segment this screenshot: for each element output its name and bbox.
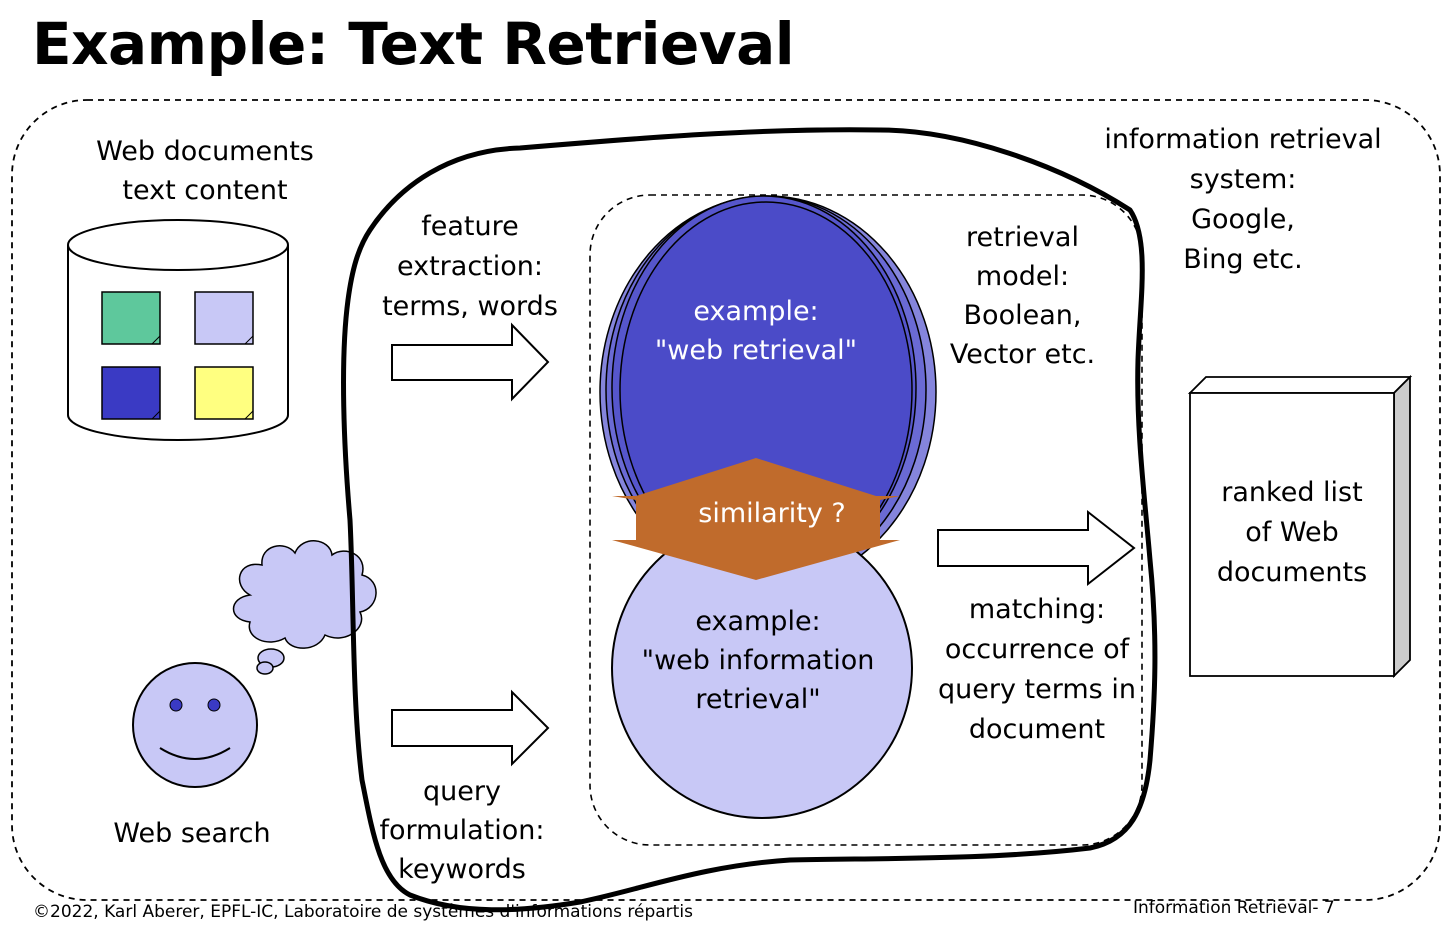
ir-system-line-4: Bing etc.: [1183, 244, 1303, 275]
retrieval-model-label: retrieval model: Boolean, Vector etc.: [935, 218, 1110, 374]
similarity-arrow-icon: [612, 458, 900, 580]
ir-system-line-3: Google,: [1191, 204, 1295, 235]
footer-copyright: ©2022, Karl Aberer, EPFL-IC, Laboratoire…: [33, 902, 693, 922]
retrieval-model-line-2: model:: [975, 261, 1070, 292]
query-formulation-label: query formulation: keywords: [352, 772, 572, 889]
ranked-list-label: ranked list of Web documents: [1192, 473, 1392, 593]
web-documents-line-2: text content: [122, 175, 288, 206]
ir-system-line-2: system:: [1189, 164, 1297, 195]
doc-example-line-1: example:: [693, 296, 819, 327]
page-title: Example: Text Retrieval: [32, 10, 795, 78]
query-formulation-line-1: query: [423, 776, 501, 807]
matching-line-1: matching:: [968, 594, 1106, 625]
document-sticky-blue: [101, 366, 161, 420]
retrieval-model-boundary: [589, 194, 1143, 846]
query-example-line-1: example:: [695, 606, 821, 637]
system-boundary: [11, 99, 1441, 901]
web-documents-line-1: Web documents: [96, 136, 314, 167]
retrieval-model-line-1: retrieval: [966, 222, 1079, 253]
feature-extraction-label: feature extraction: terms, words: [365, 207, 575, 327]
query-formulation-line-2: formulation:: [379, 815, 545, 846]
ranked-list-line-2: of Web: [1245, 517, 1339, 548]
ir-system-label: information retrieval system: Google, Bi…: [1088, 120, 1398, 280]
query-example-line-3: retrieval": [695, 684, 821, 715]
query-example-line-2: "web information: [641, 645, 875, 676]
retrieval-model-line-4: Vector etc.: [949, 339, 1096, 370]
hand-drawn-loop: [341, 127, 1158, 913]
ranked-list-line-3: documents: [1216, 557, 1368, 588]
feature-extraction-line-1: feature: [421, 211, 519, 242]
footer-slide-number: Information Retrieval- 7: [1133, 898, 1335, 918]
document-sticky-lavender: [194, 291, 254, 345]
result-arrow-icon: [937, 509, 1136, 587]
document-sticky-yellow: [194, 366, 254, 420]
feature-extraction-line-2: extraction:: [396, 251, 543, 282]
web-documents-label: Web documents text content: [85, 132, 325, 210]
thought-cloud-icon: [232, 540, 377, 675]
retrieval-model-line-3: Boolean,: [963, 300, 1082, 331]
similarity-label: similarity ?: [698, 498, 846, 529]
web-search-label: Web search: [113, 818, 271, 849]
document-sticky-green: [101, 291, 161, 345]
query-formulation-line-3: keywords: [398, 854, 526, 885]
feature-extraction-arrow-icon: [391, 322, 550, 402]
query-example-label: example: "web information retrieval": [613, 602, 903, 719]
ir-system-line-1: information retrieval: [1104, 124, 1382, 155]
document-stack-icon: [1187, 374, 1413, 679]
matching-line-4: document: [968, 714, 1106, 745]
matching-line-3: query terms in: [938, 674, 1136, 705]
matching-label: matching: occurrence of query terms in d…: [922, 590, 1152, 750]
matching-line-2: occurrence of: [944, 634, 1130, 665]
feature-extraction-line-3: terms, words: [382, 291, 558, 322]
query-formulation-arrow-icon: [391, 689, 550, 767]
ranked-list-line-1: ranked list: [1221, 477, 1363, 508]
doc-example-line-2: "web retrieval": [654, 335, 858, 366]
database-icon: [67, 219, 289, 441]
doc-example-label: example: "web retrieval": [626, 292, 886, 370]
smiley-face-icon: [132, 662, 258, 788]
